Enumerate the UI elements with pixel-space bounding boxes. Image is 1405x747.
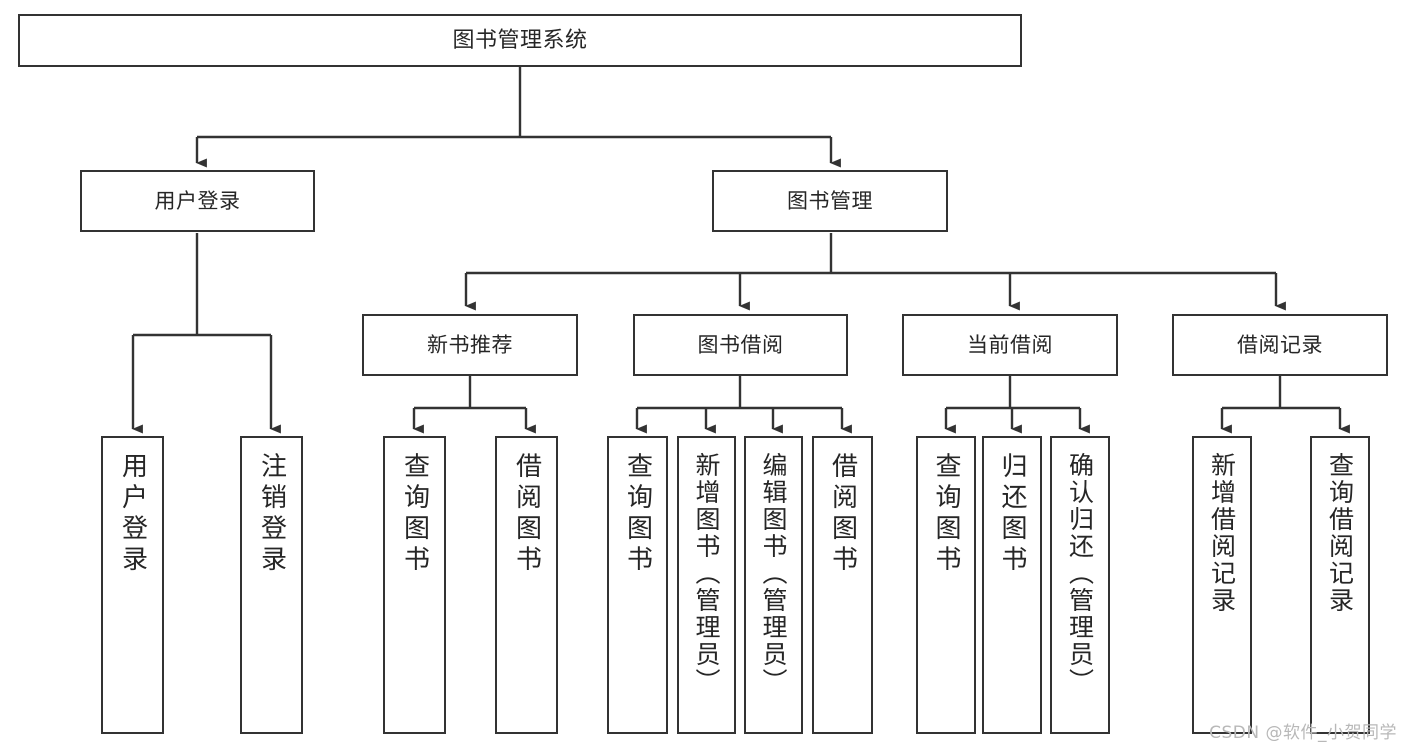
- leaf-borrow-book[interactable]: 借阅图书: [812, 436, 873, 734]
- node-root-book-management-system[interactable]: 图书管理系统: [18, 14, 1022, 67]
- node-label: 新增图书（管理员）: [692, 452, 721, 695]
- node-book-management[interactable]: 图书管理: [712, 170, 948, 232]
- leaf-add-book-admin[interactable]: 新增图书（管理员）: [677, 436, 736, 734]
- node-label: 查询图书: [399, 452, 430, 576]
- node-label: 借阅图书: [827, 452, 858, 576]
- node-label: 新书推荐: [427, 332, 513, 357]
- node-label: 编辑图书（管理员）: [759, 452, 788, 695]
- watermark: CSDN @软件_小贺同学: [1209, 723, 1397, 743]
- leaf-borrow-book-recommend[interactable]: 借阅图书: [495, 436, 558, 734]
- node-label: 查询图书: [931, 452, 961, 576]
- leaf-query-book-borrow[interactable]: 查询图书: [607, 436, 668, 734]
- node-label: 借阅记录: [1237, 332, 1323, 357]
- node-label: 查询图书: [622, 452, 653, 576]
- leaf-query-book-recommend[interactable]: 查询图书: [383, 436, 446, 734]
- leaf-user-login[interactable]: 用户登录: [101, 436, 164, 734]
- node-user-login[interactable]: 用户登录: [80, 170, 315, 232]
- node-label: 用户登录: [117, 452, 148, 576]
- leaf-edit-book-admin[interactable]: 编辑图书（管理员）: [744, 436, 803, 734]
- node-new-book-recommend[interactable]: 新书推荐: [362, 314, 578, 376]
- leaf-add-borrow-record[interactable]: 新增借阅记录: [1192, 436, 1252, 734]
- node-book-borrow[interactable]: 图书借阅: [633, 314, 848, 376]
- node-label: 用户登录: [154, 188, 241, 213]
- node-current-borrow[interactable]: 当前借阅: [902, 314, 1118, 376]
- node-label: 查询借阅记录: [1325, 452, 1355, 614]
- node-label: 借阅图书: [511, 452, 542, 576]
- node-label: 确认归还（管理员）: [1065, 452, 1095, 695]
- node-label: 新增借阅记录: [1207, 452, 1237, 614]
- leaf-query-book-current[interactable]: 查询图书: [916, 436, 976, 734]
- leaf-return-book[interactable]: 归还图书: [982, 436, 1042, 734]
- leaf-query-borrow-record[interactable]: 查询借阅记录: [1310, 436, 1370, 734]
- node-label: 归还图书: [997, 452, 1027, 576]
- node-label: 注销登录: [256, 452, 287, 576]
- leaf-logout-login[interactable]: 注销登录: [240, 436, 303, 734]
- node-label: 图书管理: [787, 188, 873, 213]
- node-label: 图书借阅: [697, 332, 784, 357]
- node-label: 当前借阅: [967, 332, 1053, 357]
- node-borrow-record[interactable]: 借阅记录: [1172, 314, 1388, 376]
- leaf-confirm-return-admin[interactable]: 确认归还（管理员）: [1050, 436, 1110, 734]
- node-label: 图书管理系统: [452, 27, 588, 53]
